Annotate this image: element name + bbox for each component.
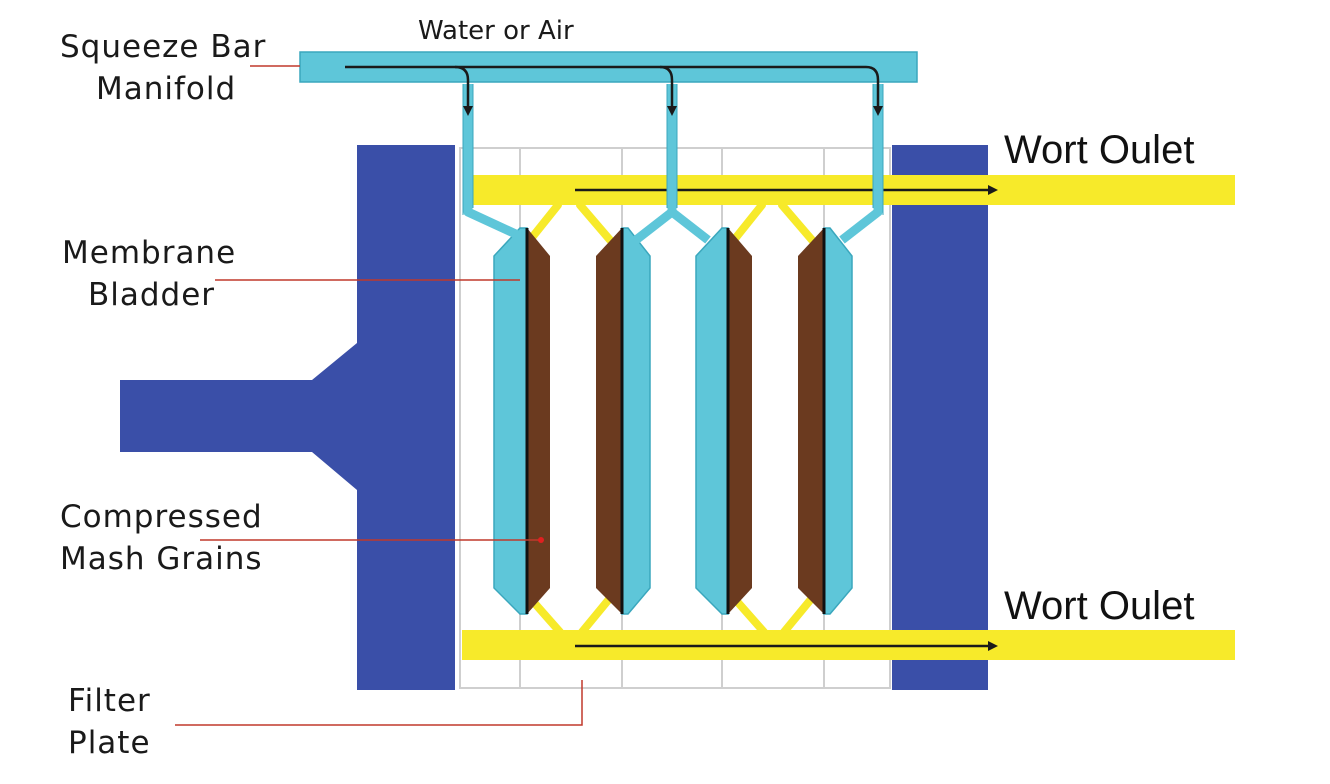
bladder-feed-pipes-outline [462, 84, 884, 215]
wort-drain-legs [526, 201, 816, 636]
label-line: Bladder [88, 277, 216, 313]
membrane-bladder-2 [621, 227, 651, 615]
plate-1 [493, 227, 550, 615]
mash-grains-3 [728, 228, 752, 614]
leader-mash-grains-dot [538, 537, 544, 543]
plate-2 [596, 227, 651, 615]
label-line: Plate [68, 725, 151, 761]
label-line: Compressed [60, 499, 263, 535]
mash-grains-1 [527, 228, 550, 614]
label-line: Filter [68, 683, 151, 719]
membrane-bladder-label: Membrane Bladder [62, 232, 236, 316]
compressed-mash-grains-label: Compressed Mash Grains [60, 496, 263, 580]
label-line: Membrane [62, 235, 237, 271]
label-line: Mash Grains [60, 541, 263, 577]
plate-3 [695, 227, 752, 615]
membrane-bladder-3 [695, 227, 729, 615]
mash-grains-2 [596, 228, 622, 614]
wort-outlet-top-label: Wort Oulet [1004, 128, 1195, 172]
press-frame-right [892, 145, 988, 690]
squeeze-bar-manifold-label: Squeeze Bar Manifold [60, 26, 266, 110]
membrane-bladder-1 [493, 227, 528, 615]
leader-filter-plate [175, 680, 583, 726]
water-flow-arrows [345, 65, 883, 116]
membrane-bladder-4 [823, 227, 853, 615]
bladder-feed-pipes [463, 84, 883, 244]
label-line: Squeeze Bar [60, 29, 267, 65]
label-line: Manifold [96, 71, 237, 107]
water-or-air-label: Water or Air [418, 16, 574, 46]
filter-plate-label: Filter Plate [68, 680, 151, 764]
press-frame-left [120, 145, 455, 690]
leader-lines [175, 65, 583, 726]
wort-outlet-bottom-label: Wort Oulet [1004, 584, 1195, 628]
plate-4 [798, 227, 853, 615]
mash-grains-4 [798, 228, 824, 614]
